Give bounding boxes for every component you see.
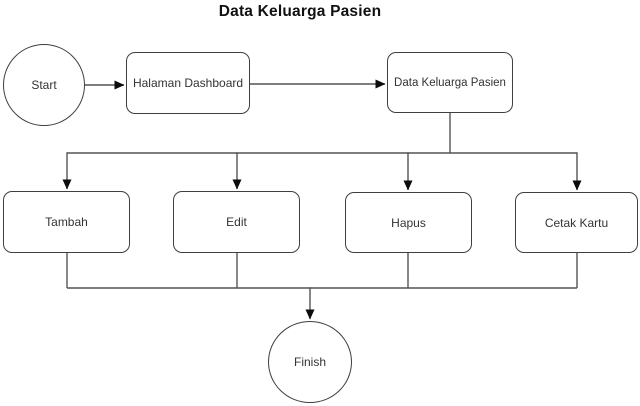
diagram-title: Data Keluarga Pasien	[218, 3, 382, 20]
node-cetak-kartu-label: Cetak Kartu	[544, 215, 609, 230]
node-edit-label: Edit	[226, 215, 247, 229]
node-tambah-label: Tambah	[45, 215, 88, 229]
node-data-keluarga-pasien-label: Data Keluarga Pasien	[394, 76, 506, 89]
node-halaman-dashboard: Halaman Dashboard	[126, 52, 250, 114]
node-finish-label: Finish	[293, 355, 326, 369]
node-data-keluarga-pasien: Data Keluarga Pasien	[387, 52, 513, 113]
node-cetak-kartu: Cetak Kartu	[515, 192, 638, 253]
node-tambah: Tambah	[3, 191, 130, 253]
node-finish: Finish	[268, 321, 352, 403]
node-edit: Edit	[173, 191, 300, 253]
node-start-label: Start	[31, 78, 57, 92]
node-start: Start	[3, 44, 85, 126]
node-hapus-label: Hapus	[391, 215, 426, 230]
node-halaman-dashboard-label: Halaman Dashboard	[132, 76, 244, 90]
node-hapus: Hapus	[345, 192, 472, 253]
